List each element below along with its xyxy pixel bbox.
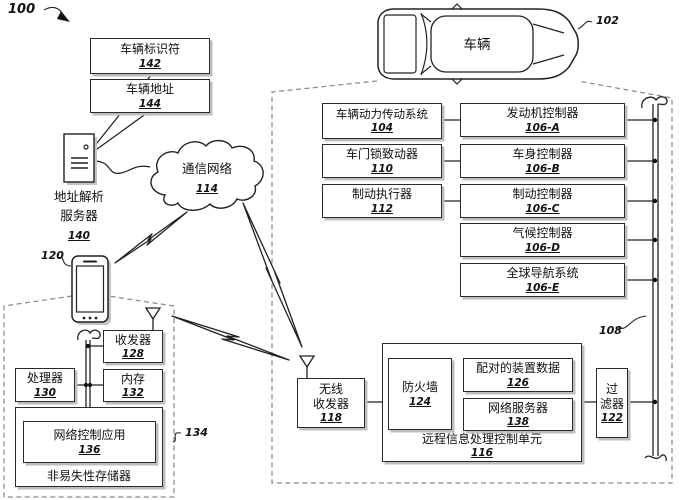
vehicle-address-label: 车辆地址 [125, 82, 174, 97]
server-label-line2: 服务器 [60, 208, 98, 223]
vehicle-identifier-label: 车辆标识符 [119, 42, 180, 57]
box-powertrain: 车辆动力传动系统 104 [322, 103, 442, 139]
web-server-ref: 138 [507, 416, 529, 429]
box-paired-device-data: 配对的装置数据 126 [463, 358, 573, 392]
brake-controller-label: 制动控制器 [512, 187, 573, 202]
body-controller-ref: 106-B [525, 162, 560, 175]
box-filter: 过 滤器 122 [596, 368, 628, 438]
box-mobile-transceiver: 收发器 128 [103, 330, 163, 363]
wireless-transceiver-line1: 无线 [318, 382, 343, 397]
wireless-transceiver-ref: 118 [320, 411, 342, 424]
box-vehicle-address: 车辆地址 144 [90, 79, 210, 113]
network-cloud-icon [150, 139, 264, 211]
vehicle-bus-ref: 108 [599, 324, 622, 337]
figure-ref: 100 [8, 2, 36, 17]
powertrain-label: 车辆动力传动系统 [336, 106, 428, 121]
mobile-bus [77, 329, 101, 407]
box-firewall: 防火墙 124 [388, 358, 452, 430]
door-lock-ref: 110 [371, 162, 393, 175]
antenna-icon-mobile-transceiver [144, 307, 162, 330]
mobile-boundary-ref: 134 [185, 426, 208, 439]
lightning-bolt-network-to-phone [114, 211, 188, 264]
mobile-transceiver-label: 收发器 [114, 332, 151, 347]
telematics-unit-ref: 116 [471, 447, 493, 459]
box-memory: 内存 132 [103, 369, 163, 402]
processor-label: 处理器 [26, 371, 63, 386]
engine-controller-label: 发动机控制器 [506, 106, 579, 121]
vehicle-ref: 102 [596, 14, 619, 27]
paired-device-data-label: 配对的装置数据 [475, 361, 560, 376]
mobile-device-dashed-boundary [3, 295, 175, 498]
network-control-app-ref: 136 [78, 443, 101, 456]
antenna-icon-wireless-transceiver [298, 355, 316, 378]
network-control-app-label: 网络控制应用 [53, 428, 126, 443]
box-body-controller: 车身控制器 106-B [460, 144, 625, 178]
network-label-block: 通信网络 114 [165, 158, 249, 196]
ref-connectors [43, 6, 647, 443]
mobile-device-ref: 120 [41, 249, 64, 262]
box-brake-controller: 制动控制器 106-C [460, 184, 625, 218]
network-ref: 114 [196, 183, 218, 195]
box-engine-controller: 发动机控制器 106-A [460, 103, 625, 137]
phone-icon [71, 255, 111, 325]
box-global-navigation: 全球导航系统 106-E [460, 263, 625, 297]
server-label-line1: 地址解析 [53, 189, 104, 204]
box-vehicle-identifier: 车辆标识符 142 [90, 38, 210, 74]
body-controller-label: 车身控制器 [512, 147, 573, 162]
server-label-block: 地址解析 服务器 140 [34, 186, 124, 243]
paired-device-data-ref: 126 [507, 376, 529, 389]
global-navigation-ref: 106-E [525, 281, 560, 294]
lightning-bolt-phone-to-telematics [171, 315, 290, 361]
box-web-server: 网络服务器 138 [463, 398, 573, 431]
filter-ref: 122 [601, 411, 623, 424]
global-navigation-label: 全球导航系统 [506, 266, 579, 281]
door-lock-label: 车门锁致动器 [345, 147, 418, 162]
box-climate-controller: 气候控制器 106-D [460, 223, 625, 257]
brake-actuator-ref: 112 [371, 202, 393, 215]
telematics-unit-label: 远程信息处理控制单元 [421, 431, 542, 446]
filter-line1: 过 [605, 382, 618, 397]
box-processor: 处理器 130 [15, 368, 75, 402]
server-icon [63, 133, 97, 185]
firewall-label: 防火墙 [401, 380, 438, 395]
bus-junction-dots [83, 117, 658, 405]
network-label: 通信网络 [181, 161, 232, 176]
box-brake-actuator: 制动执行器 112 [322, 184, 442, 218]
climate-controller-ref: 106-D [525, 241, 560, 254]
box-door-lock-actuator: 车门锁致动器 110 [322, 144, 442, 178]
firewall-ref: 124 [409, 395, 431, 408]
figure-ref-arrowhead [57, 11, 70, 22]
filter-line2: 滤器 [599, 396, 624, 411]
box-network-control-app: 网络控制应用 136 [23, 421, 156, 463]
memory-label: 内存 [120, 371, 145, 386]
brake-actuator-label: 制动执行器 [351, 187, 412, 202]
vehicle-identifier-ref: 142 [139, 57, 161, 70]
nonvolatile-storage-label: 非易失性存储器 [46, 468, 131, 483]
memory-ref: 132 [122, 387, 144, 400]
lightning-bolt-network-to-telematics [242, 202, 303, 348]
web-server-label: 网络服务器 [487, 400, 548, 415]
wireless-transceiver-line2: 收发器 [312, 396, 349, 411]
vehicle-systems-dashed-boundary [271, 80, 673, 484]
vehicle-label-block: 车辆 [442, 34, 512, 54]
server-ref: 140 [68, 230, 90, 242]
vehicle-address-ref: 144 [139, 97, 161, 110]
mobile-transceiver-ref: 128 [122, 348, 144, 361]
climate-controller-label: 气候控制器 [512, 226, 573, 241]
box-wireless-transceiver: 无线 收发器 118 [297, 378, 365, 428]
vehicle-label: 车辆 [463, 37, 491, 53]
powertrain-ref: 104 [371, 122, 393, 135]
brake-controller-ref: 106-C [525, 202, 560, 215]
processor-ref: 130 [34, 386, 56, 399]
car-icon [377, 3, 579, 85]
engine-controller-ref: 106-A [525, 121, 560, 134]
